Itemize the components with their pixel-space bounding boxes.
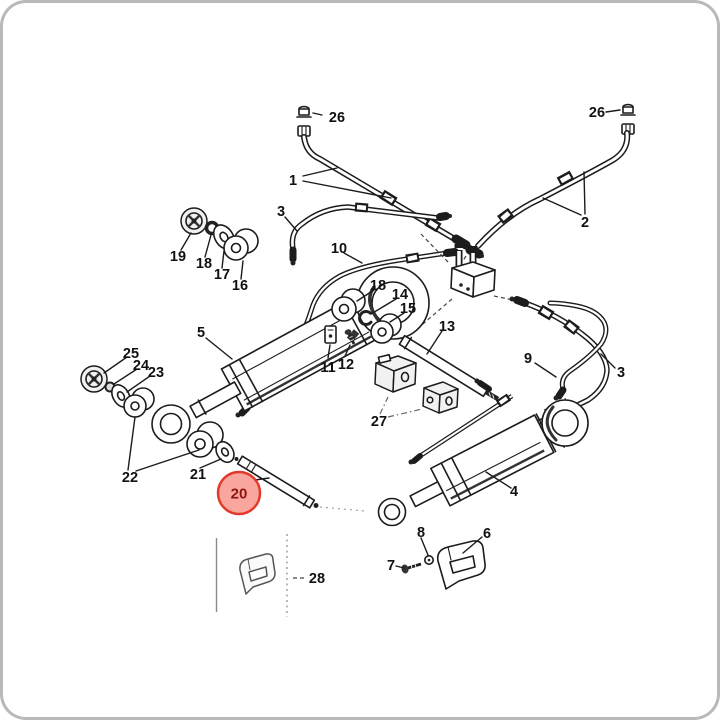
callout-13[interactable]: 13 — [439, 319, 455, 335]
bushing-22b — [186, 421, 224, 458]
bushing-18-middle — [331, 288, 366, 322]
callout-17[interactable]: 17 — [214, 267, 230, 283]
hose-3-right — [547, 300, 609, 401]
piston-rod-4 — [409, 480, 444, 508]
fitting-26-left — [296, 105, 312, 137]
clip-28 — [239, 553, 276, 595]
callout-18-middle[interactable]: 18 — [370, 278, 386, 294]
hose-3-left — [289, 202, 452, 266]
callout-24[interactable]: 24 — [133, 358, 149, 374]
callout-14[interactable]: 14 — [392, 287, 408, 303]
cap-19 — [180, 207, 208, 235]
callout-2[interactable]: 2 — [581, 215, 589, 231]
washer-21 — [215, 440, 235, 464]
callout-11[interactable]: 11 — [320, 360, 335, 376]
callout-25[interactable]: 25 — [123, 346, 139, 362]
callout-5[interactable]: 5 — [197, 325, 205, 341]
bushing-16 — [223, 228, 259, 261]
bushing-22a — [123, 387, 155, 418]
callout-16[interactable]: 16 — [232, 278, 248, 294]
manifold-block — [450, 244, 496, 298]
callout-9[interactable]: 9 — [524, 351, 532, 367]
callout-23[interactable]: 23 — [148, 365, 164, 381]
washer-8 — [423, 554, 434, 565]
callout-22[interactable]: 22 — [122, 470, 138, 486]
highlight-circle — [216, 470, 262, 516]
clip-14 — [358, 310, 373, 326]
callout-labels: 26 1 3 10 26 2 19 18 17 16 5 18 14 15 13… — [122, 105, 625, 587]
callout-12[interactable]: 12 — [338, 357, 354, 373]
screw-7 — [401, 562, 422, 574]
hose-2 — [465, 130, 631, 259]
callout-26-top-left[interactable]: 26 — [329, 110, 345, 126]
callout-21[interactable]: 21 — [190, 467, 206, 483]
hose-1 — [301, 134, 472, 250]
bracket-11 — [324, 325, 337, 344]
callout-15[interactable]: 15 — [400, 301, 416, 317]
trim-cylinder-4 — [377, 378, 589, 527]
anode-block-27b — [422, 381, 459, 414]
callout-28[interactable]: 28 — [309, 571, 325, 587]
trim-cylinder-5 — [151, 266, 430, 444]
bushing-15 — [370, 313, 402, 344]
callout-27[interactable]: 27 — [371, 414, 387, 430]
callout-6[interactable]: 6 — [483, 526, 491, 542]
highlight-part-20[interactable]: 20 — [216, 470, 262, 516]
screw-12 — [344, 329, 356, 345]
pin-20 — [234, 455, 319, 509]
clip-6 — [436, 540, 486, 590]
fitting-26-right — [620, 103, 636, 135]
callout-20: 20 — [231, 486, 248, 503]
dash-pin-to-eye — [319, 506, 366, 512]
callout-8[interactable]: 8 — [417, 525, 425, 541]
anode-block-27a — [374, 353, 417, 393]
leader-lines — [103, 109, 621, 579]
callout-18-left[interactable]: 18 — [196, 256, 212, 272]
callout-7[interactable]: 7 — [387, 558, 395, 574]
callout-3-right[interactable]: 3 — [617, 365, 625, 381]
cap-25 — [80, 365, 108, 393]
callout-1[interactable]: 1 — [289, 173, 297, 189]
callout-4[interactable]: 4 — [510, 484, 518, 500]
callout-19[interactable]: 19 — [170, 249, 186, 265]
callout-26-top-right[interactable]: 26 — [589, 105, 605, 121]
callout-10[interactable]: 10 — [331, 241, 347, 257]
callout-3-left[interactable]: 3 — [277, 204, 285, 220]
